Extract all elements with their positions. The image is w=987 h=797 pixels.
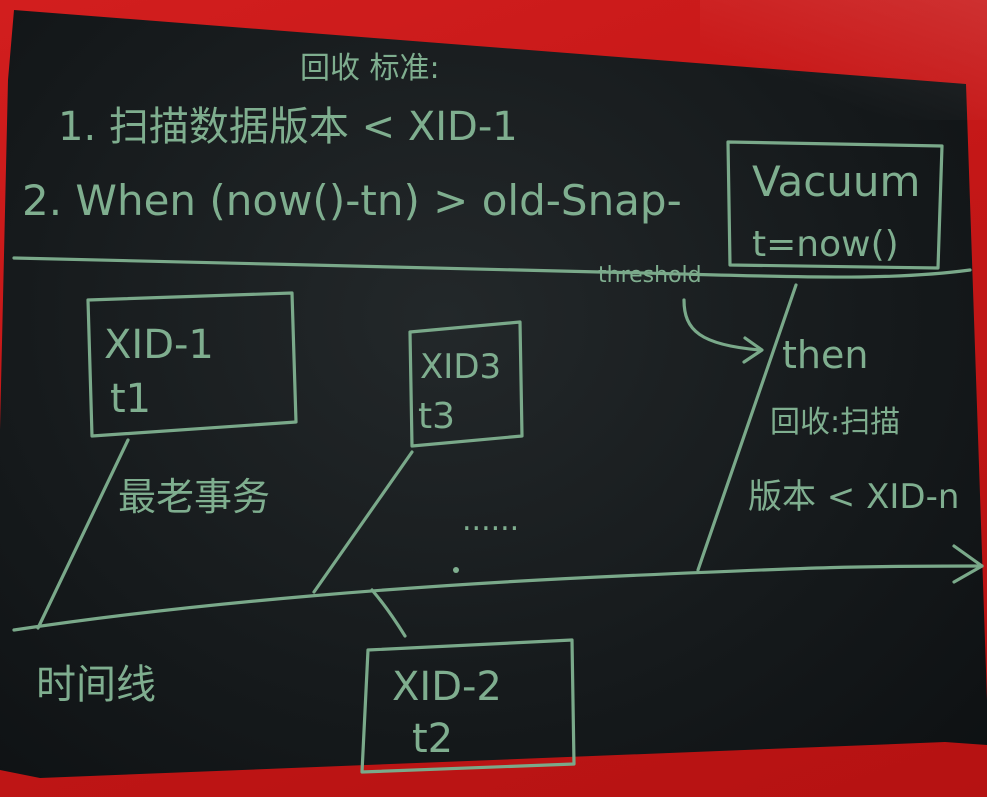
xid3-connector bbox=[312, 450, 414, 594]
oldest-transaction-note: 最老事务 bbox=[118, 475, 270, 519]
separator-line bbox=[12, 256, 972, 279]
xid2-connector bbox=[370, 588, 407, 638]
ellipsis: ...... bbox=[462, 503, 519, 538]
rule-2: 2. When (now()-tn) > old-Snap- bbox=[22, 176, 682, 225]
xid3-label: XID3 bbox=[420, 347, 501, 387]
timeline-axis bbox=[12, 564, 984, 632]
vacuum-box-time: t=now() bbox=[752, 224, 899, 265]
timeline-arrow-head bbox=[952, 544, 984, 584]
threshold-arrow-head bbox=[742, 336, 764, 364]
heading-note: 回收 标准: bbox=[300, 51, 440, 86]
timeline-dot bbox=[453, 567, 459, 573]
threshold-arrow bbox=[682, 298, 762, 352]
xid3-time: t3 bbox=[418, 396, 455, 437]
xid1-box bbox=[86, 291, 298, 438]
then-label: then bbox=[782, 333, 868, 377]
xid1-connector bbox=[36, 438, 130, 630]
then-reclaim-label: 回收:扫描 bbox=[770, 405, 900, 440]
rule-1: 1. 扫描数据版本 < XID-1 bbox=[58, 104, 518, 150]
xid1-time: t1 bbox=[110, 376, 151, 422]
xid2-time: t2 bbox=[412, 716, 453, 762]
xid3-box bbox=[408, 320, 524, 448]
timeline-label: 时间线 bbox=[36, 662, 156, 708]
xid2-label: XID-2 bbox=[392, 664, 502, 710]
vacuum-box bbox=[726, 140, 944, 270]
then-version-label: 版本 < XID-n bbox=[748, 477, 959, 517]
xid1-label: XID-1 bbox=[104, 322, 214, 368]
vacuum-box-title: Vacuum bbox=[752, 157, 920, 206]
right-diagonal-divider bbox=[696, 283, 798, 572]
xid2-box bbox=[360, 638, 576, 774]
